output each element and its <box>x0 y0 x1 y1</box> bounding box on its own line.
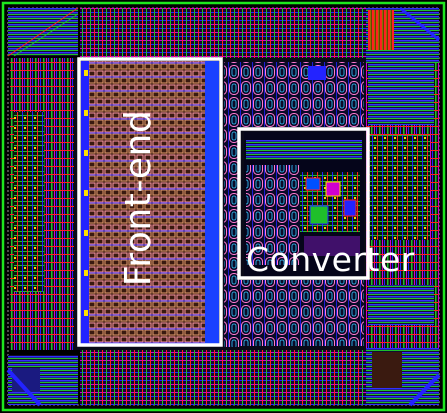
converter-core <box>244 66 364 277</box>
frontend-array <box>81 61 219 344</box>
corner-cell-top-right <box>366 6 440 63</box>
pad-ring-left <box>10 58 74 350</box>
pad-ring-top <box>80 8 366 58</box>
converter-label: Converter <box>246 240 415 279</box>
converter-outline <box>237 127 370 280</box>
pad-ring-right <box>366 63 439 348</box>
frontend-outline <box>77 57 223 347</box>
pad-ring-bottom <box>80 350 366 405</box>
corner-cell-bottom-left <box>6 355 78 407</box>
capacitor-array <box>224 62 364 347</box>
frontend-label: Front-end <box>118 109 159 287</box>
corner-cell-top-left <box>7 7 79 57</box>
corner-cell-bottom-right <box>366 348 441 407</box>
